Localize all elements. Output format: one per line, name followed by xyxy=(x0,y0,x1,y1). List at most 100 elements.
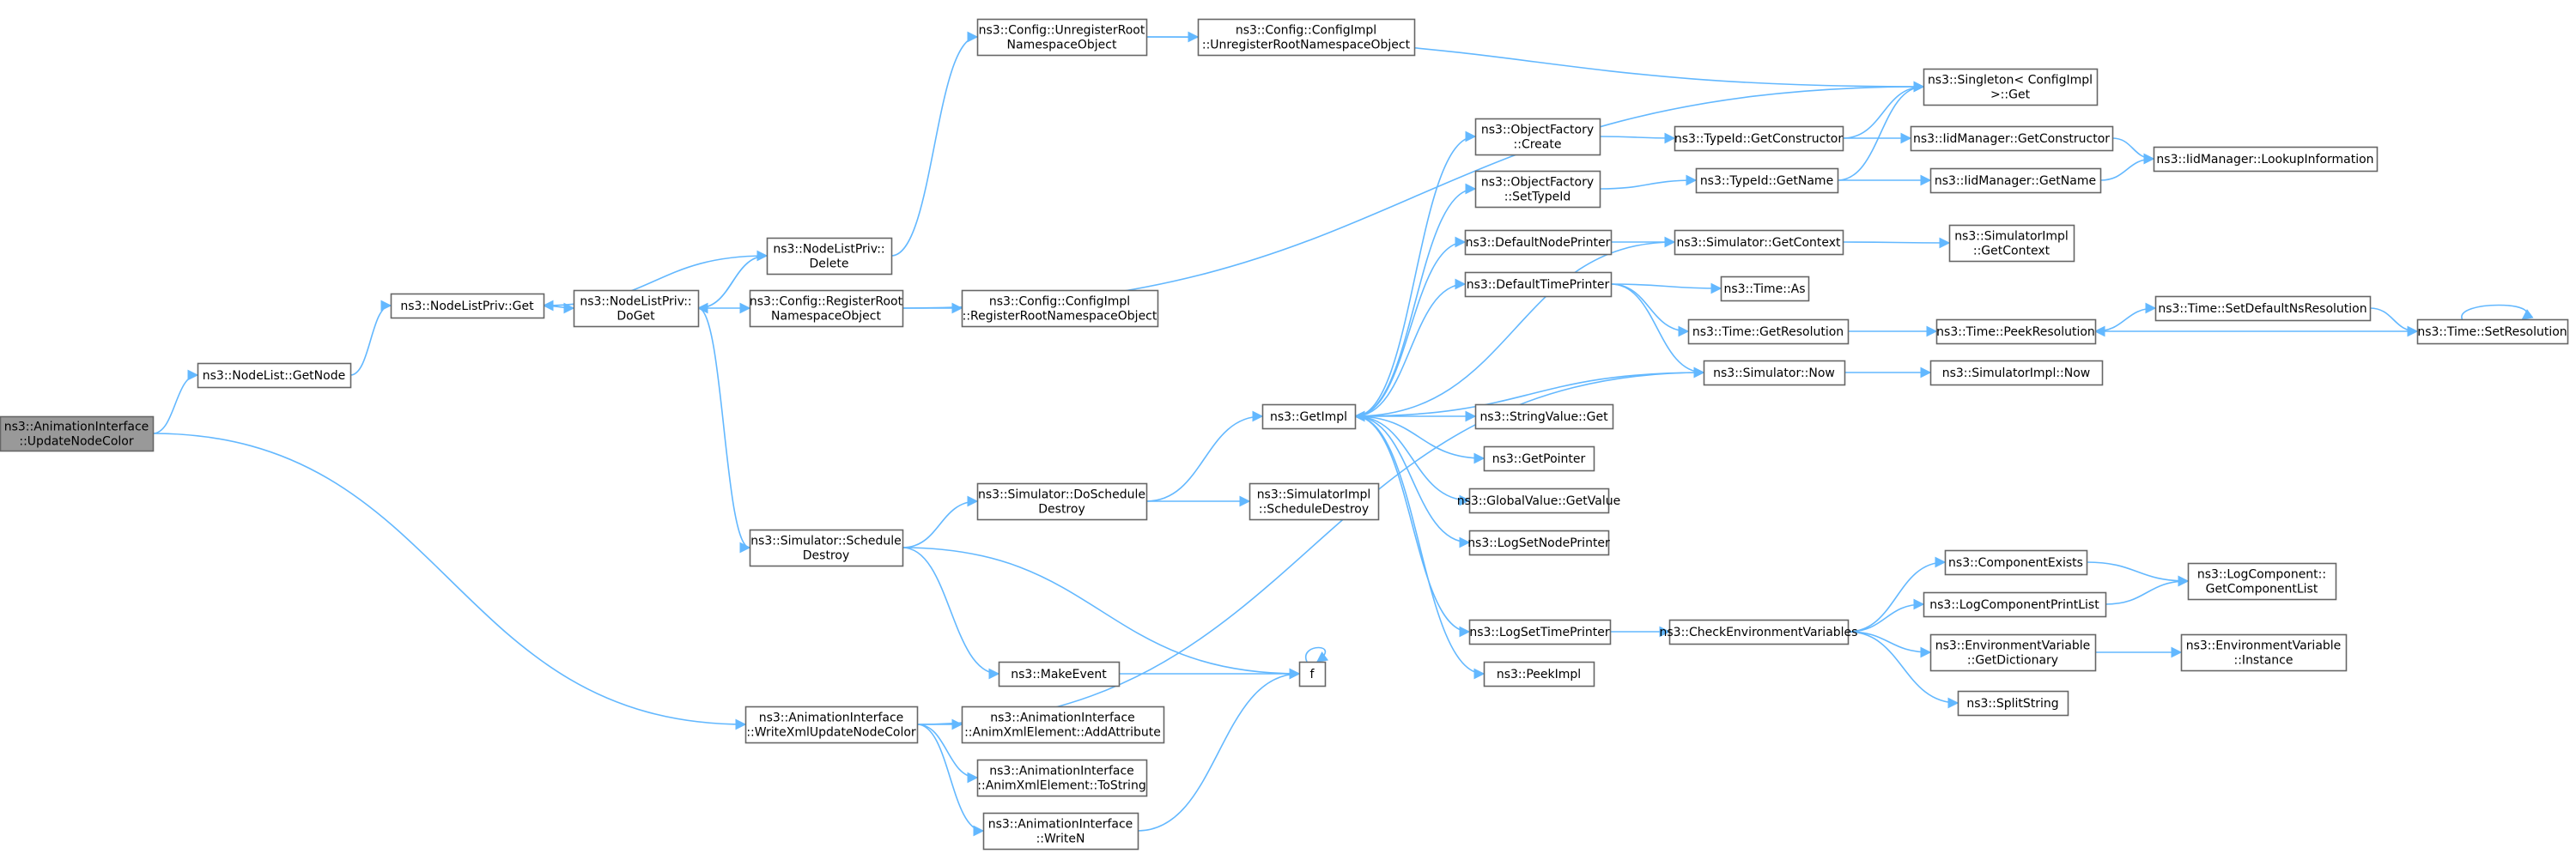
node-label: ns3::GetImpl xyxy=(1270,410,1347,424)
node-label: ns3::Time::GetResolution xyxy=(1692,325,1844,339)
node-box xyxy=(1923,591,2107,618)
node-iid-lookup[interactable]: ns3::IidManager::LookupInformation xyxy=(2153,146,2379,173)
node-cfg-register[interactable]: ns3::Config::RegisterRootNamespaceObject xyxy=(749,289,904,328)
node-global-value-get[interactable]: ns3::GlobalValue::GetValue xyxy=(1457,488,1620,514)
node-label: ns3::Config::UnregisterRoot xyxy=(979,24,1145,38)
node-cfgimpl-register[interactable]: ns3::Config::ConfigImpl::RegisterRootNam… xyxy=(961,289,1159,328)
node-time-setdefaultns[interactable]: ns3::Time::SetDefaultNsResolution xyxy=(2154,295,2372,322)
node-label: ns3::NodeListPriv::Get xyxy=(400,300,534,313)
node-box xyxy=(976,482,1148,521)
node-box xyxy=(749,529,904,567)
node-label: ns3::NodeListPriv:: xyxy=(773,243,884,257)
node-label: ns3::AnimationInterface xyxy=(759,712,904,725)
node-label: ns3::Simulator::DoSchedule xyxy=(978,488,1145,502)
node-label: NamespaceObject xyxy=(771,310,881,324)
node-box xyxy=(1474,118,1601,156)
node-time-getresolution[interactable]: ns3::Time::GetResolution xyxy=(1687,318,1850,345)
node-label: ns3::Simulator::GetContext xyxy=(1676,236,1841,250)
node-box xyxy=(1687,318,1850,345)
node-label: NamespaceObject xyxy=(1007,39,1117,52)
node-time-setresolution[interactable]: ns3::Time::SetResolution xyxy=(2416,318,2569,345)
node-component-exists[interactable]: ns3::ComponentExists xyxy=(1944,549,2088,576)
node-simimpl-now[interactable]: ns3::SimulatorImpl::Now xyxy=(1929,360,2104,386)
node-sim-now[interactable]: ns3::Simulator::Now xyxy=(1703,360,1846,386)
node-add-attribute[interactable]: ns3::AnimationInterface::AnimXmlElement:… xyxy=(961,706,1165,744)
edge-typeid-getname-to-singleton xyxy=(1837,81,1925,181)
edge-getimpl-to-peek-impl xyxy=(1354,415,1485,680)
node-write-xml[interactable]: ns3::AnimationInterface::WriteXmlUpdateN… xyxy=(744,706,919,744)
node-make-event[interactable]: ns3::MakeEvent xyxy=(998,661,1121,687)
node-label: Destroy xyxy=(1038,503,1084,517)
node-label: ns3::AnimationInterface xyxy=(989,765,1134,778)
node-box xyxy=(1474,403,1614,430)
node-cfg-unregister[interactable]: ns3::Config::UnregisterRootNamespaceObje… xyxy=(976,18,1148,57)
node-iid-getconstructor[interactable]: ns3::IidManager::GetConstructor xyxy=(1910,125,2114,152)
node-label: ns3::EnvironmentVariable xyxy=(2186,639,2342,653)
edge-getimpl-to-log-set-time-printer xyxy=(1354,415,1471,638)
node-f[interactable]: f xyxy=(1298,661,1327,687)
node-box xyxy=(1468,488,1610,514)
node-box xyxy=(1929,633,2097,672)
node-box xyxy=(1929,360,2104,386)
edge-getimpl-to-of-create xyxy=(1354,130,1477,417)
node-typeid-getname[interactable]: ns3::TypeId::GetName xyxy=(1695,167,1839,194)
node-label: ::Create xyxy=(1514,138,1562,152)
node-check-env[interactable]: ns3::CheckEnvironmentVariables xyxy=(1660,619,1858,645)
node-label: ns3::ComponentExists xyxy=(1948,556,2083,570)
node-get-pointer[interactable]: ns3::GetPointer xyxy=(1483,445,1595,472)
node-label: ::AnimXmlElement::ToString xyxy=(977,779,1145,793)
node-box xyxy=(1483,661,1595,687)
edge-write-xml-to-sim-now xyxy=(916,366,1705,725)
node-getnode[interactable]: ns3::NodeList::GetNode xyxy=(197,362,352,389)
edge-check-env-to-split-string xyxy=(1847,631,1959,709)
node-log-set-node-printer[interactable]: ns3::LogSetNodePrinter xyxy=(1467,530,1610,556)
node-of-settypeid[interactable]: ns3::ObjectFactory::SetTypeId xyxy=(1474,170,1601,209)
node-time-peekresolution[interactable]: ns3::Time::PeekResolution xyxy=(1935,318,2097,345)
node-box xyxy=(1720,276,1810,302)
edge-cfg-register-to-singleton xyxy=(902,81,1925,309)
node-label: ::ScheduleDestroy xyxy=(1259,503,1369,517)
node-box xyxy=(1695,167,1839,194)
node-peek-impl[interactable]: ns3::PeekImpl xyxy=(1483,661,1595,687)
edge-default-time-printer-to-time-getresolution xyxy=(1610,283,1690,337)
node-box xyxy=(976,759,1148,797)
node-env-instance[interactable]: ns3::EnvironmentVariable::Instance xyxy=(2180,633,2348,672)
edge-sim-now-to-getimpl xyxy=(1353,372,1704,422)
node-simimpl-getcontext[interactable]: ns3::SimulatorImpl::GetContext xyxy=(1948,224,2075,263)
node-log-set-time-printer[interactable]: ns3::LogSetTimePrinter xyxy=(1468,619,1612,645)
node-split-string[interactable]: ns3::SplitString xyxy=(1957,690,2069,717)
node-simimpl-schedule-destroy[interactable]: ns3::SimulatorImpl::ScheduleDestroy xyxy=(1249,482,1380,521)
node-sim-getcontext[interactable]: ns3::Simulator::GetContext xyxy=(1674,229,1844,256)
node-nlp-doget[interactable]: ns3::NodeListPriv::DoGet xyxy=(573,289,700,328)
node-log-component-print-list[interactable]: ns3::LogComponentPrintList xyxy=(1923,591,2107,618)
node-label: ::GetDictionary xyxy=(1967,654,2058,668)
edge-getimpl-to-default-time-printer xyxy=(1354,278,1467,417)
node-label: ns3::Simulator::Now xyxy=(1713,366,1835,380)
node-of-create[interactable]: ns3::ObjectFactory::Create xyxy=(1474,118,1601,156)
node-time-as[interactable]: ns3::Time::As xyxy=(1720,276,1810,302)
node-env-get-dictionary[interactable]: ns3::EnvironmentVariable::GetDictionary xyxy=(1929,633,2097,672)
node-box xyxy=(1929,167,2102,194)
node-logcomp-getlist[interactable]: ns3::LogComponent::GetComponentList xyxy=(2187,562,2337,601)
node-box xyxy=(1935,318,2097,345)
node-default-time-printer[interactable]: ns3::DefaultTimePrinter xyxy=(1464,271,1613,298)
node-cfgimpl-unregister[interactable]: ns3::Config::ConfigImpl::UnregisterRootN… xyxy=(1197,18,1416,57)
node-nlp-get[interactable]: ns3::NodeListPriv::Get xyxy=(390,293,545,319)
node-writen[interactable]: ns3::AnimationInterface::WriteN xyxy=(982,812,1139,851)
node-label: ns3::CheckEnvironmentVariables xyxy=(1660,626,1858,639)
node-label: >::Get xyxy=(1990,88,2031,102)
node-string-value-get[interactable]: ns3::StringValue::Get xyxy=(1474,403,1614,430)
node-iid-getname[interactable]: ns3::IidManager::GetName xyxy=(1929,167,2102,194)
node-default-node-printer[interactable]: ns3::DefaultNodePrinter xyxy=(1464,229,1613,256)
node-box xyxy=(1674,125,1844,152)
node-to-string[interactable]: ns3::AnimationInterface::AnimXmlElement:… xyxy=(976,759,1148,797)
node-root[interactable]: ns3::AnimationInterface::UpdateNodeColor xyxy=(0,415,155,452)
node-getimpl[interactable]: ns3::GetImpl xyxy=(1261,403,1357,430)
node-typeid-getconstructor[interactable]: ns3::TypeId::GetConstructor xyxy=(1674,125,1844,152)
node-singleton[interactable]: ns3::Singleton< ConfigImpl >::Get xyxy=(1923,68,2099,106)
node-sim-schedule-destroy[interactable]: ns3::Simulator::ScheduleDestroy xyxy=(749,529,904,567)
node-label: ns3::LogComponentPrintList xyxy=(1929,598,2099,612)
node-label: Destroy xyxy=(803,549,849,563)
node-nlp-delete[interactable]: ns3::NodeListPriv::Delete xyxy=(766,237,893,276)
